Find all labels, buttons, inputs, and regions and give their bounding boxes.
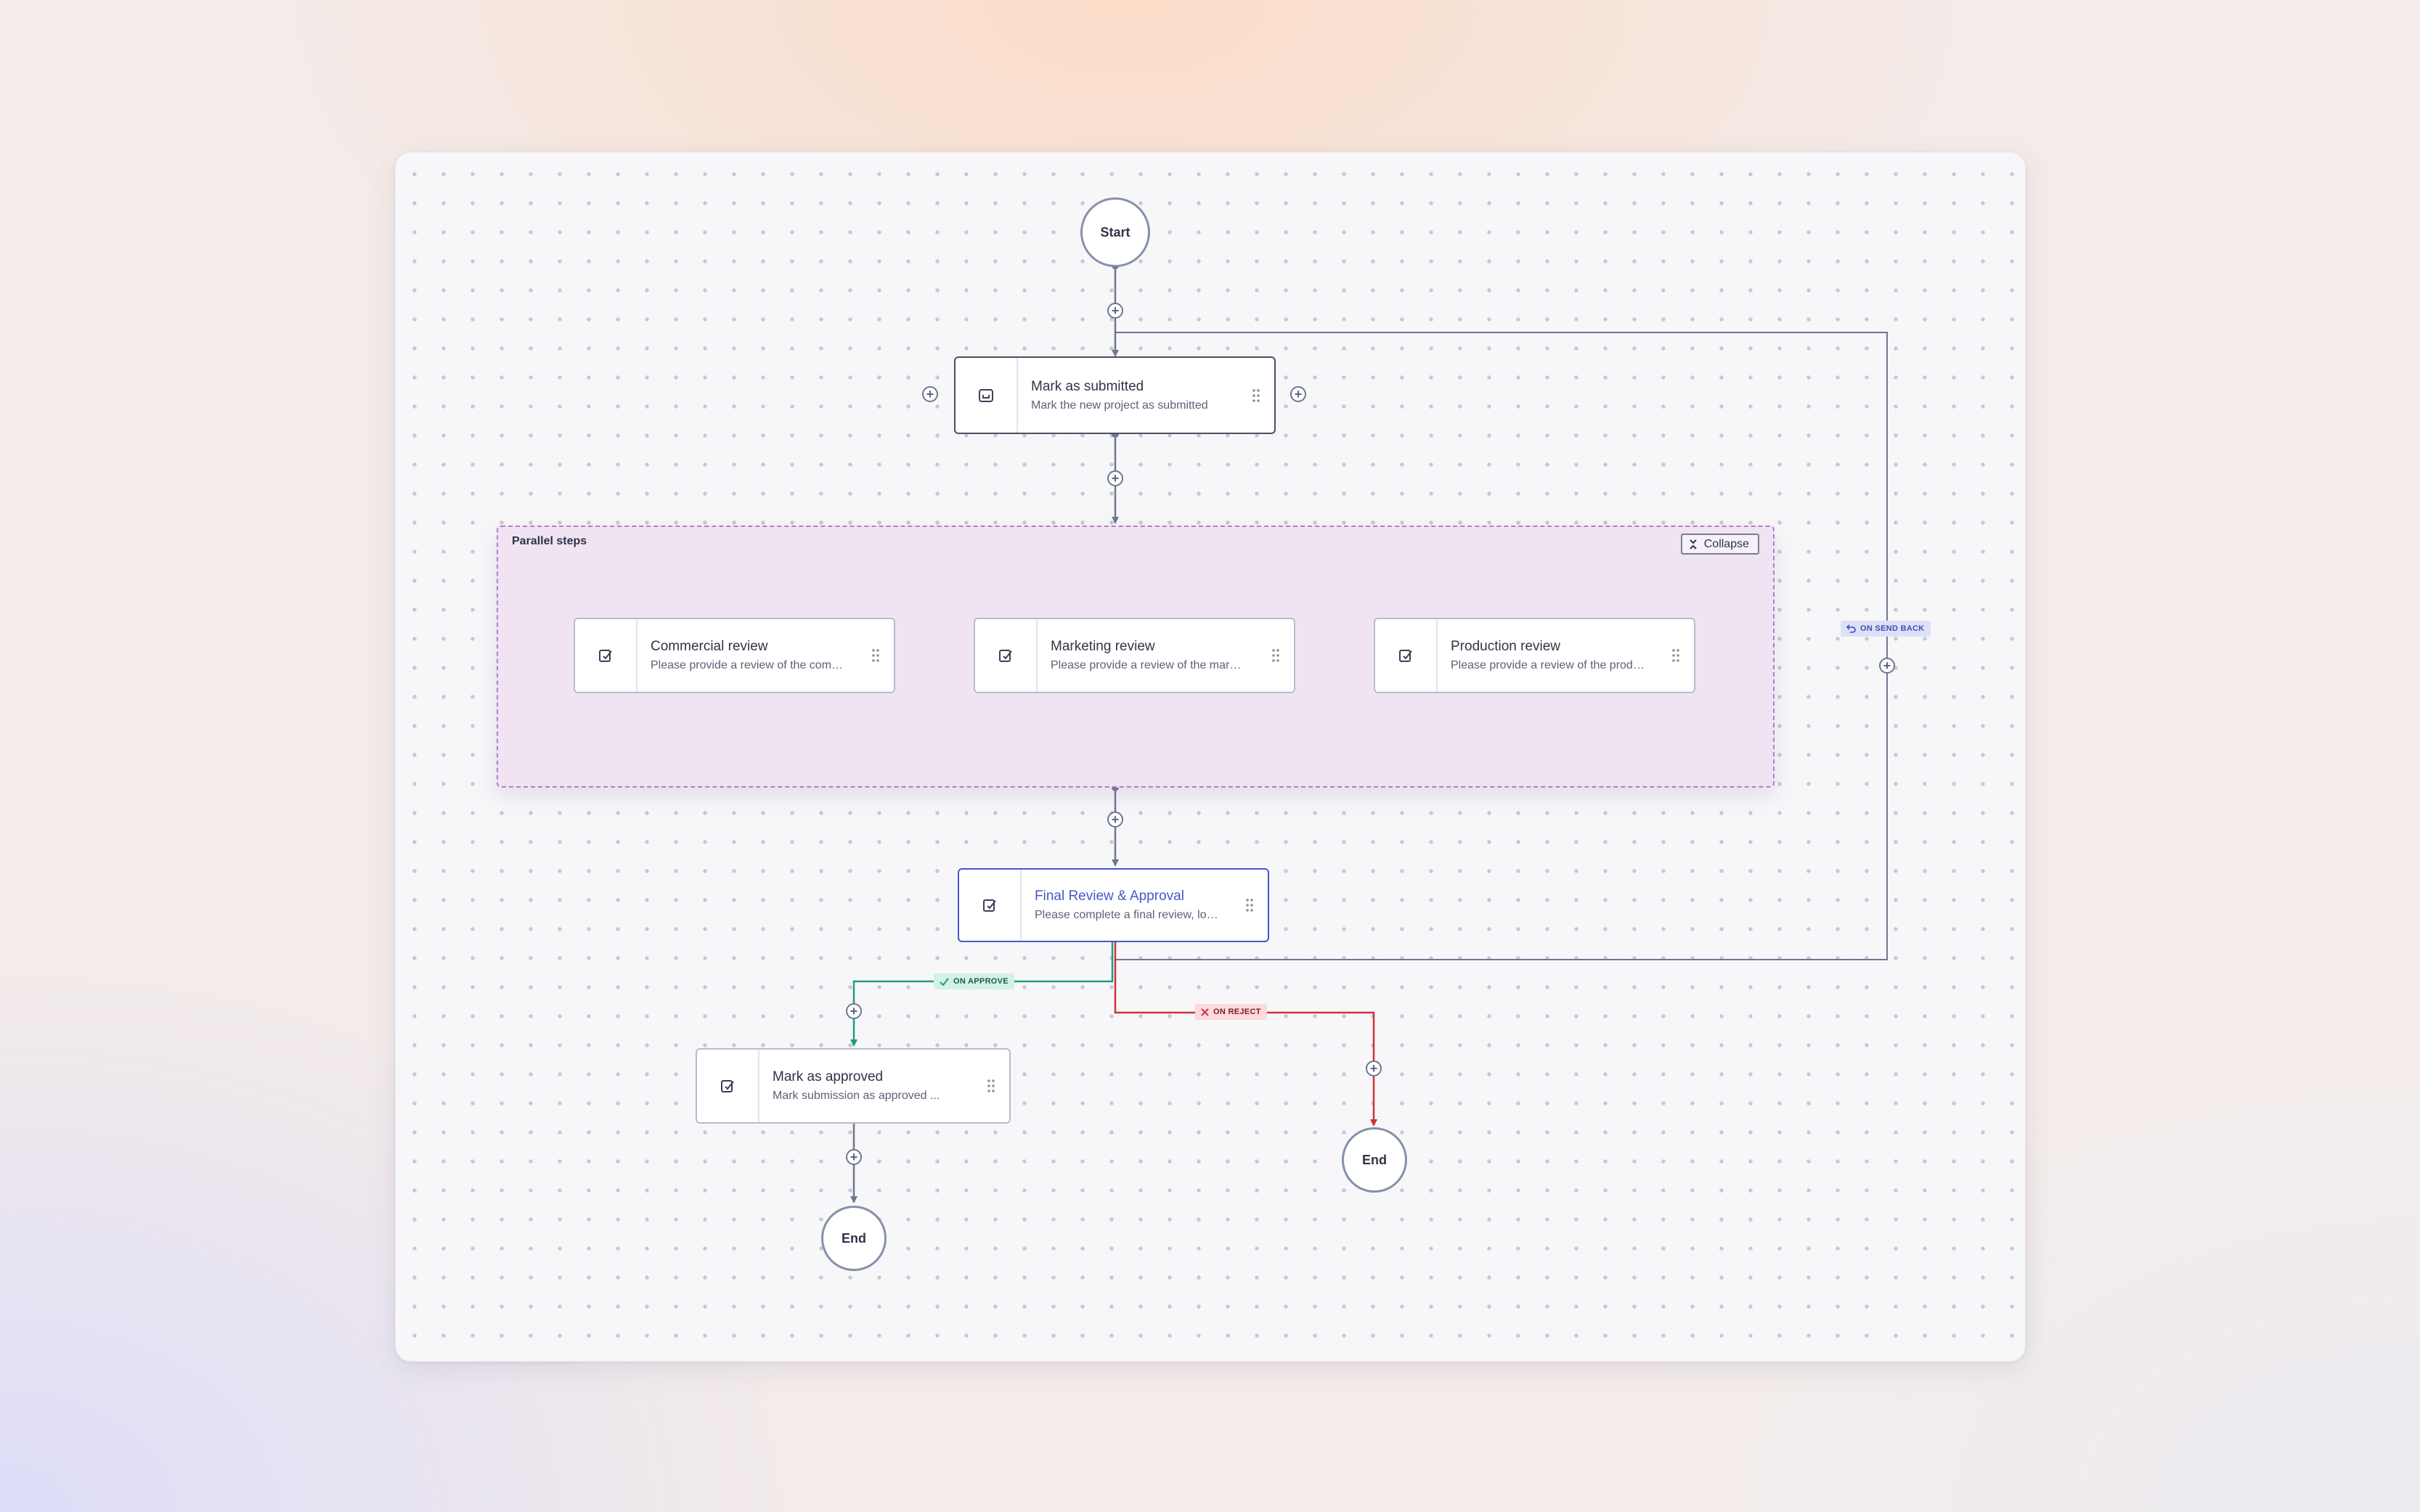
add-step-button[interactable]: + (1290, 386, 1306, 402)
drag-handle-icon[interactable] (1258, 648, 1294, 663)
step-description: Please complete a final review, look... (1035, 909, 1218, 921)
plus-icon: + (850, 1150, 858, 1164)
clipboard-check-icon (975, 619, 1038, 692)
plus-icon: + (1369, 1061, 1378, 1076)
drag-handle-icon[interactable] (1231, 898, 1268, 912)
drag-handle-icon[interactable] (1238, 388, 1274, 403)
plus-icon: + (926, 387, 934, 401)
add-step-button[interactable]: + (1879, 658, 1895, 674)
step-description: Please provide a review of the produ... (1451, 659, 1645, 671)
x-icon (1201, 1008, 1209, 1016)
end-label: End (842, 1230, 866, 1246)
end-label: End (1362, 1152, 1387, 1167)
send-back-label: ON SEND BACK (1860, 624, 1925, 633)
step-production-review[interactable]: Production review Please provide a revie… (1374, 618, 1695, 693)
step-title: Production review (1451, 639, 1561, 654)
step-title: Marketing review (1051, 639, 1155, 654)
collapse-icon (1688, 539, 1698, 550)
drag-handle-icon[interactable] (973, 1079, 1009, 1093)
start-node[interactable]: Start (1080, 197, 1150, 267)
edge-label-send-back: ON SEND BACK (1841, 621, 1931, 637)
end-node-reject[interactable]: End (1342, 1127, 1407, 1193)
step-description: Mark submission as approved ... (773, 1090, 940, 1102)
step-final-review-approval[interactable]: Final Review & Approval Please complete … (958, 868, 1269, 942)
add-step-button[interactable]: + (922, 386, 938, 402)
plus-icon: + (1883, 658, 1891, 673)
step-title: Commercial review (651, 639, 768, 654)
step-description: Please provide a review of the market... (1051, 659, 1244, 671)
clipboard-check-icon (697, 1050, 759, 1122)
tray-icon (956, 358, 1018, 433)
plus-icon: + (1111, 812, 1120, 827)
add-step-button[interactable]: + (1107, 812, 1123, 827)
group-label: Parallel steps (512, 535, 587, 547)
reject-label: ON REJECT (1213, 1008, 1261, 1016)
add-step-button[interactable]: + (846, 1149, 862, 1165)
clipboard-check-icon (575, 619, 637, 692)
drag-handle-icon[interactable] (857, 648, 894, 663)
plus-icon: + (850, 1004, 858, 1018)
end-node-approve[interactable]: End (821, 1206, 887, 1271)
add-step-button[interactable]: + (846, 1003, 862, 1019)
plus-icon: + (1294, 387, 1303, 401)
undo-icon (1846, 624, 1856, 633)
step-commercial-review[interactable]: Commercial review Please provide a revie… (574, 618, 895, 693)
add-step-button[interactable]: + (1107, 470, 1123, 486)
step-title: Mark as submitted (1031, 378, 1144, 394)
drag-handle-icon[interactable] (1658, 648, 1694, 663)
step-title: Mark as approved (773, 1069, 884, 1084)
plus-icon: + (1111, 471, 1120, 486)
start-label: Start (1100, 224, 1130, 240)
add-step-button[interactable]: + (1366, 1061, 1382, 1076)
step-mark-as-submitted[interactable]: Mark as submitted Mark the new project a… (954, 356, 1276, 434)
edge-label-on-reject: ON REJECT (1195, 1004, 1267, 1020)
clipboard-check-icon (959, 870, 1022, 941)
collapse-label: Collapse (1703, 537, 1749, 550)
edge-label-on-approve: ON APPROVE (934, 973, 1014, 989)
add-step-button[interactable]: + (1107, 303, 1123, 319)
step-title: Final Review & Approval (1035, 888, 1184, 904)
plus-icon: + (1111, 303, 1120, 318)
step-mark-as-approved[interactable]: Mark as approved Mark submission as appr… (696, 1048, 1011, 1124)
step-marketing-review[interactable]: Marketing review Please provide a review… (974, 618, 1295, 693)
check-icon (940, 977, 949, 986)
step-description: Mark the new project as submitted (1031, 399, 1208, 412)
approve-label: ON APPROVE (953, 977, 1009, 986)
step-description: Please provide a review of the comm... (651, 659, 844, 671)
collapse-button[interactable]: Collapse (1680, 534, 1759, 555)
clipboard-check-icon (1375, 619, 1438, 692)
